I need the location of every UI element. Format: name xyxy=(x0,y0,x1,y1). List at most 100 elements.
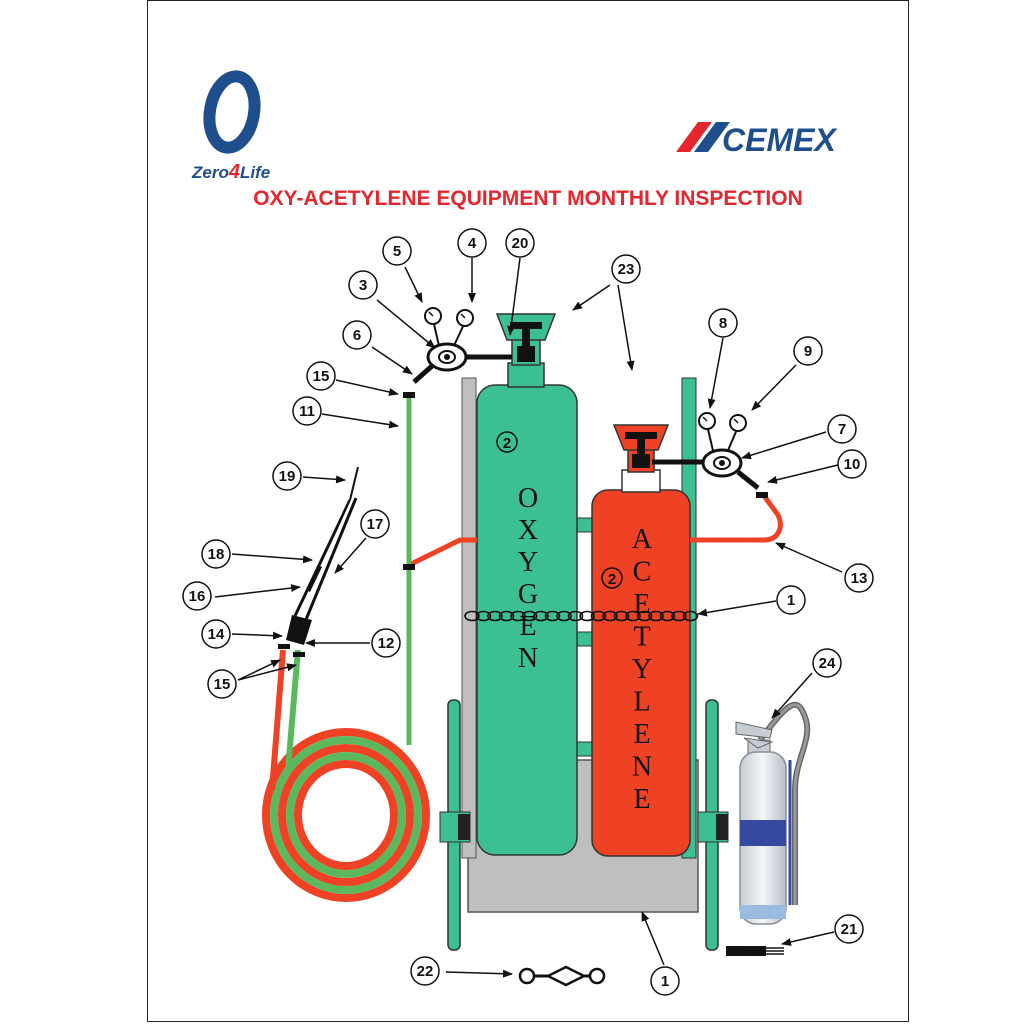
acetylene-letter: T xyxy=(633,622,650,653)
callout-3: 3 xyxy=(348,270,378,300)
zero4life-logo: Zero4Life xyxy=(191,70,270,183)
svg-text:4: 4 xyxy=(468,235,477,252)
callout-22: 22 xyxy=(410,956,440,986)
callout-24: 24 xyxy=(812,648,842,678)
svg-text:15: 15 xyxy=(313,368,330,385)
chain-link xyxy=(544,610,561,622)
oxygen-letter: N xyxy=(518,643,538,674)
logo-life-text: Life xyxy=(240,163,270,182)
callout-8: 8 xyxy=(708,308,738,338)
callout-12: 12 xyxy=(371,628,401,658)
chain-link xyxy=(579,610,595,622)
acetylene-letter: Y xyxy=(632,654,652,685)
page-title: OXY-ACETYLENE EQUIPMENT MONTHLY INSPECTI… xyxy=(253,187,803,210)
acetylene-cylinder: 2 ACETYLENE xyxy=(591,424,691,857)
svg-text:1: 1 xyxy=(661,973,669,990)
oxygen-badge xyxy=(496,431,518,453)
svg-text:13: 13 xyxy=(851,570,868,587)
callout-4: 4 xyxy=(457,228,487,258)
chain-link xyxy=(671,610,687,622)
svg-text:18: 18 xyxy=(208,546,225,563)
cutting-torch xyxy=(286,466,359,645)
acetylene-badge-text: 2 xyxy=(608,571,616,588)
chain-link xyxy=(648,610,664,622)
logo-zero-text: Zero xyxy=(191,163,229,182)
acetylene-regulator xyxy=(652,412,760,490)
chain-link xyxy=(625,610,641,622)
callout-9: 9 xyxy=(793,336,823,366)
chain-link xyxy=(521,610,538,622)
svg-text:19: 19 xyxy=(279,468,296,485)
acetylene-label: ACETYLENE xyxy=(632,524,653,815)
oxygen-letter: Y xyxy=(518,547,538,578)
svg-text:10: 10 xyxy=(844,456,861,473)
acetylene-letter: N xyxy=(632,752,652,783)
securing-chain xyxy=(464,610,699,622)
svg-text:24: 24 xyxy=(819,655,836,672)
callout-11: 11 xyxy=(292,396,322,426)
chain-link xyxy=(464,610,480,622)
svg-text:17: 17 xyxy=(367,516,384,533)
callout-arrows xyxy=(214,257,843,978)
svg-text:23: 23 xyxy=(618,261,635,278)
svg-text:22: 22 xyxy=(417,963,434,980)
svg-text:21: 21 xyxy=(841,921,858,938)
svg-text:7: 7 xyxy=(838,421,846,438)
chain-link xyxy=(602,610,618,622)
callout-6: 6 xyxy=(342,320,372,350)
callout-5: 5 xyxy=(382,236,412,266)
tip-cleaner-tool xyxy=(518,965,606,987)
callout-18: 18 xyxy=(201,539,231,569)
svg-text:9: 9 xyxy=(804,343,812,360)
svg-text:6: 6 xyxy=(353,327,361,344)
callout-16: 16 xyxy=(182,581,212,611)
callout-15-top: 15 xyxy=(306,361,336,391)
chain-link xyxy=(567,610,584,622)
chain-link xyxy=(533,610,549,622)
callout-19: 19 xyxy=(272,461,302,491)
chain-link xyxy=(487,610,503,622)
chain-link xyxy=(659,610,676,622)
svg-text:3: 3 xyxy=(359,277,367,294)
hose-assembly xyxy=(262,392,783,902)
oxygen-letter: O xyxy=(518,483,538,514)
acetylene-letter: C xyxy=(633,557,652,588)
striker-tool xyxy=(726,946,784,956)
svg-text:8: 8 xyxy=(719,315,727,332)
callout-markers: 3 4 5 6 15 11 20 23 8 9 7 10 13 1 19 17 … xyxy=(182,228,874,996)
callout-21: 21 xyxy=(834,914,864,944)
acetylene-letter: E xyxy=(633,784,650,815)
callout-1-chain: 1 xyxy=(776,585,806,615)
callout-17: 17 xyxy=(360,509,390,539)
svg-text:1: 1 xyxy=(787,592,795,609)
fire-extinguisher xyxy=(735,701,811,925)
svg-text:15: 15 xyxy=(214,676,231,693)
logo-digit-text: 4 xyxy=(228,161,240,183)
acetylene-letter: E xyxy=(633,719,650,750)
acetylene-badge xyxy=(601,567,623,589)
svg-text:5: 5 xyxy=(393,243,401,260)
cemex-logo: CEMEX xyxy=(676,122,837,158)
oxygen-regulator xyxy=(412,307,512,384)
svg-text:16: 16 xyxy=(189,588,206,605)
callout-10: 10 xyxy=(837,449,867,479)
cemex-wordmark: CEMEX xyxy=(722,122,837,158)
chain-link xyxy=(556,610,572,622)
oxygen-letter: X xyxy=(518,515,538,546)
chain-link xyxy=(613,610,630,622)
callout-14: 14 xyxy=(201,619,231,649)
callout-1-cart: 1 xyxy=(650,966,680,996)
acetylene-letter: A xyxy=(632,524,653,555)
callout-13: 13 xyxy=(844,563,874,593)
svg-text:Zero4Life: Zero4Life xyxy=(191,161,270,183)
acetylene-letter: L xyxy=(633,687,650,718)
acetylene-letter: E xyxy=(633,589,650,620)
svg-text:20: 20 xyxy=(512,235,529,252)
chain-link xyxy=(498,610,515,622)
chain-link xyxy=(636,610,653,622)
chain-link xyxy=(475,610,492,622)
callout-20: 20 xyxy=(505,228,535,258)
chain-link xyxy=(510,610,526,622)
